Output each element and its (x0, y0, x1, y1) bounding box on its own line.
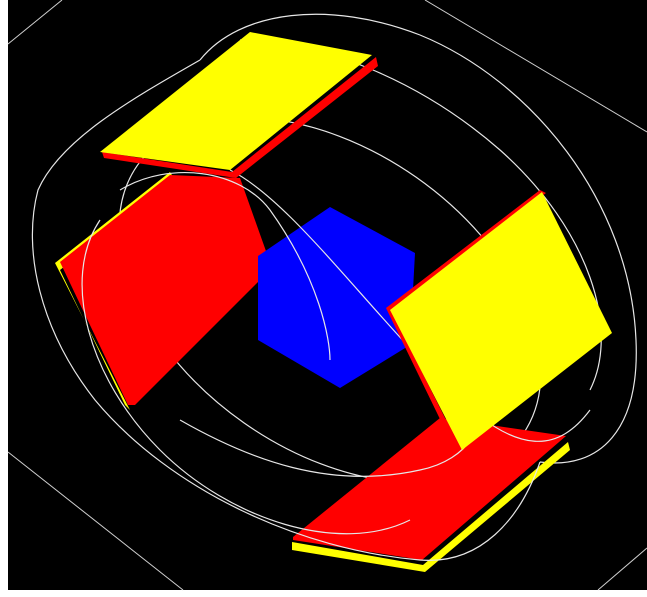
left-ring (81, 219, 411, 535)
grid-line-bottom-left (7, 451, 184, 591)
grid-line-top-left (7, 0, 63, 45)
panel-bottom-face (293, 418, 566, 560)
panel-left-face (60, 175, 272, 405)
ground-grid (7, 0, 647, 591)
grid-line-bottom-right (597, 547, 647, 591)
panel-bottom (292, 418, 570, 572)
core-hexagon (258, 207, 415, 388)
panel-right-edge (386, 190, 546, 450)
panel-top-face (100, 32, 372, 170)
panel-left (55, 172, 272, 410)
outer-ring-back (199, 13, 637, 464)
grid-line-top-right (424, 0, 647, 133)
panel-right (386, 190, 612, 450)
panel-right-face (390, 192, 612, 450)
small-ring (119, 172, 331, 361)
outer-ring-front (31, 59, 541, 561)
panel-top (100, 32, 378, 178)
